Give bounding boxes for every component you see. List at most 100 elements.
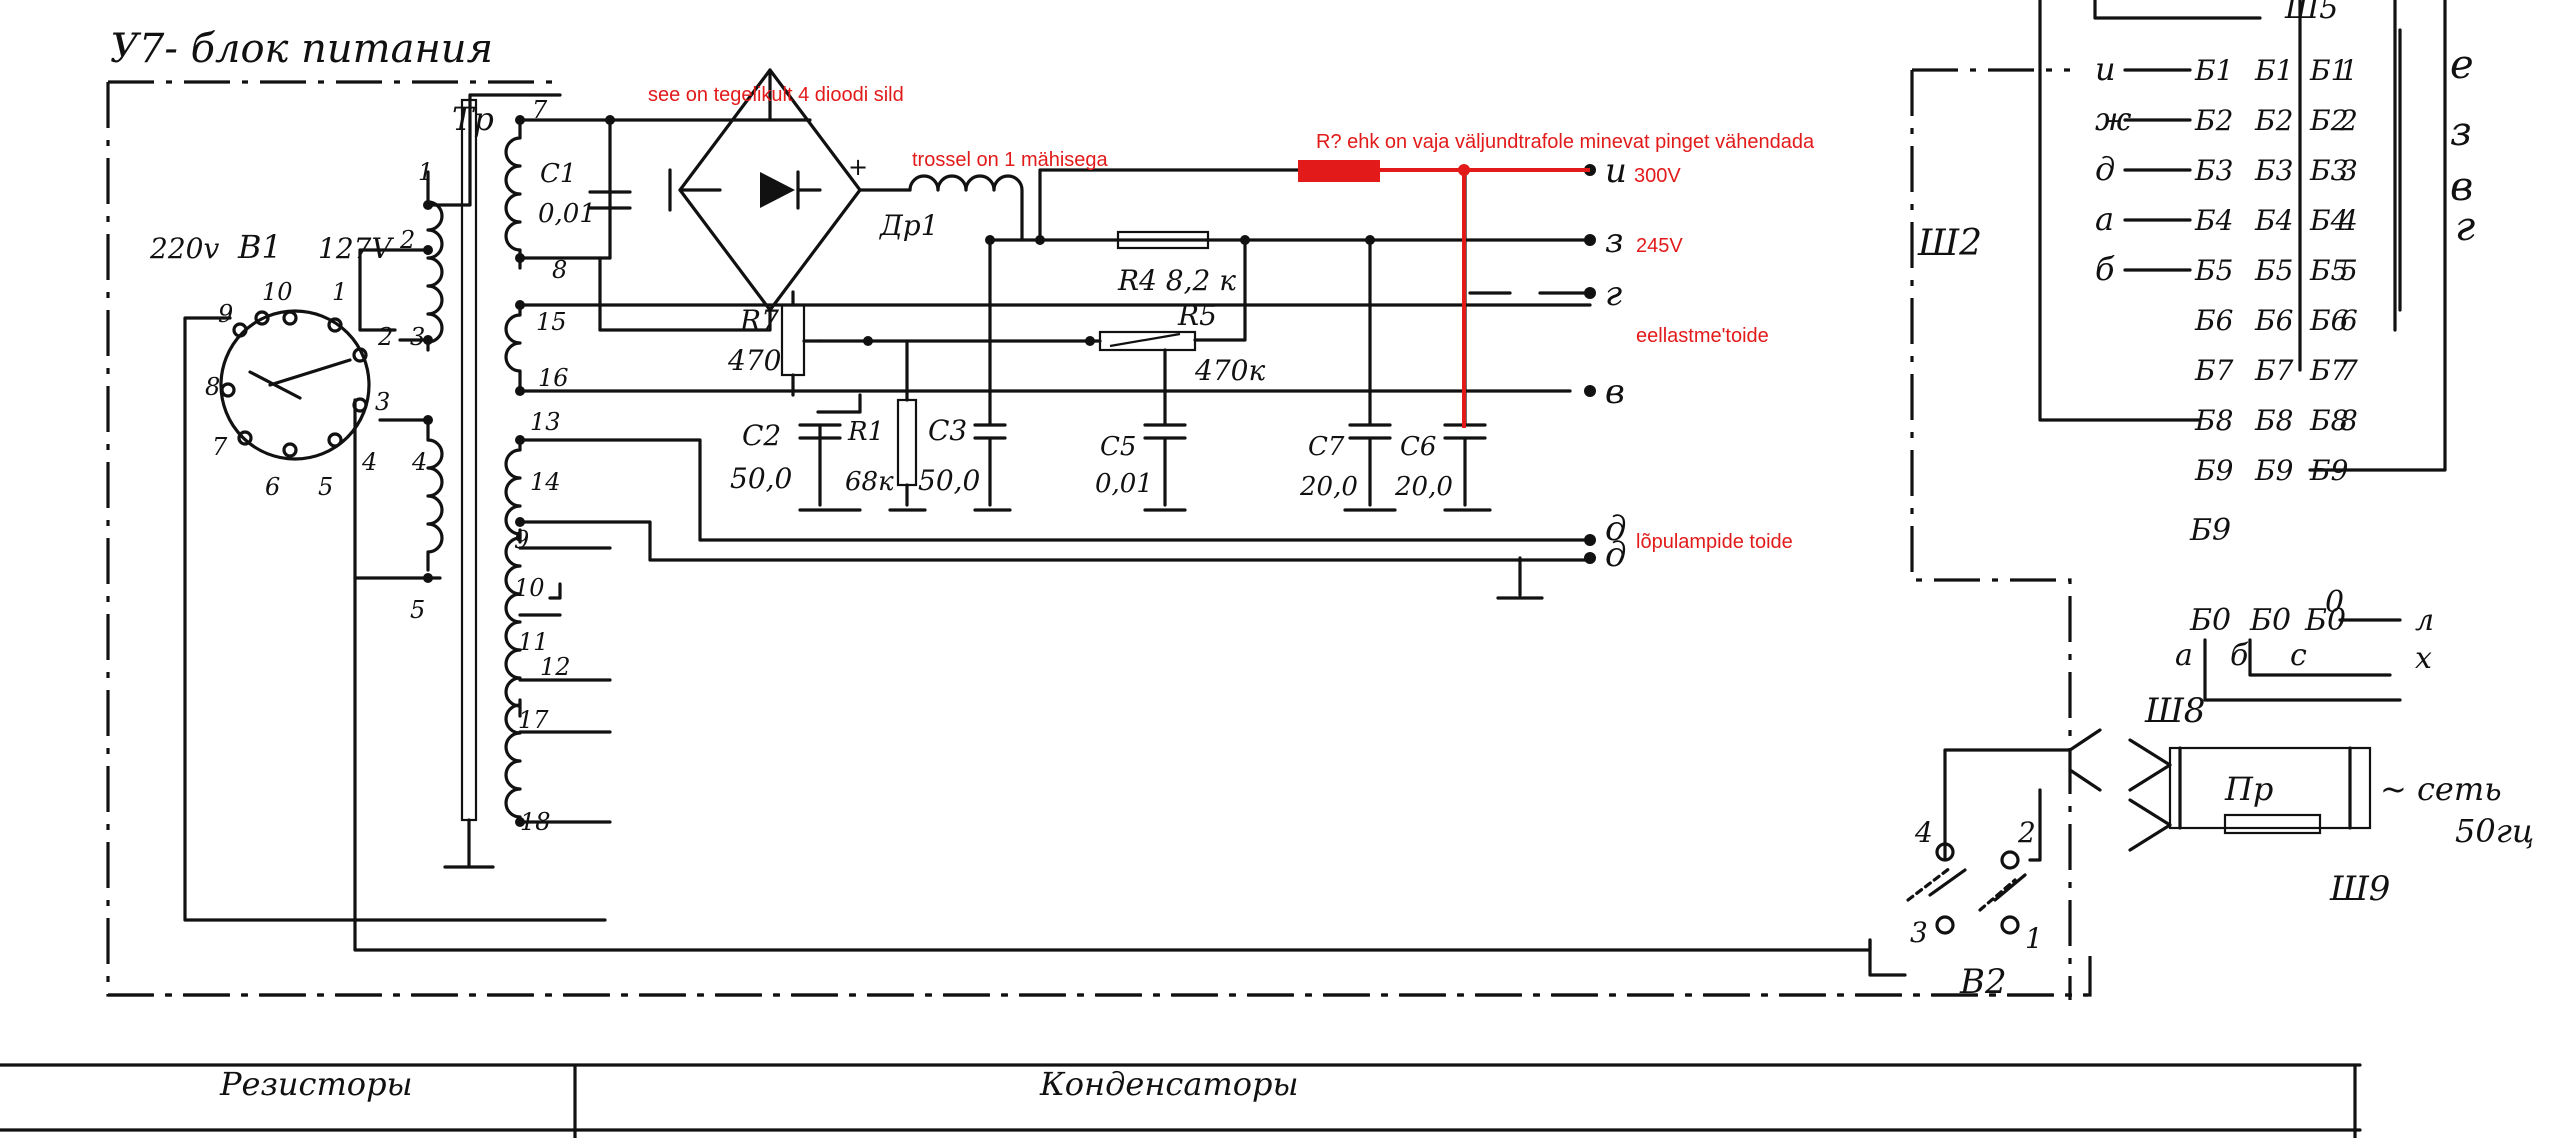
svg-text:13: 13	[530, 408, 561, 436]
connector-cell: Б5	[2194, 254, 2233, 287]
svg-text:г: г	[2455, 204, 2475, 250]
connector-cell: Б2	[2309, 104, 2348, 137]
mains-plug: Ш8 Пр ~ сеть 50гц Ш9	[2128, 691, 2534, 909]
c2-label: C2	[742, 419, 781, 452]
svg-text:з: з	[1605, 221, 1624, 261]
connector-cell: Б7	[2309, 354, 2349, 387]
connector-cell: Б2	[2254, 104, 2293, 137]
bridge-section: + Др1	[588, 68, 1592, 507]
svg-text:с: с	[2290, 638, 2307, 673]
r5-label: R5	[1177, 299, 1217, 332]
r7-label: R7	[739, 304, 779, 337]
r5-value: 470к	[1194, 354, 1265, 387]
svg-text:а: а	[2175, 638, 2193, 673]
tr-label: Tp	[452, 100, 494, 138]
svg-text:Б0: Б0	[2189, 603, 2231, 638]
svg-text:8: 8	[552, 256, 567, 284]
svg-text:г: г	[1605, 274, 1622, 314]
b2-switch: 1 2 3 4 B2	[1906, 728, 2102, 1002]
r1-value: 68к	[845, 467, 894, 497]
sh9-label: Ш9	[2329, 869, 2390, 909]
grid-bias-section: R7 470 C2 50,0 R1 68к C3 50,0	[727, 290, 1492, 512]
choke-note: trossel on 1 mähisega	[912, 149, 1109, 171]
connector-cell: Б6	[2194, 304, 2233, 337]
c5-label: C5	[1100, 432, 1136, 462]
connector-cell: Б4	[2254, 204, 2293, 237]
svg-text:и: и	[1605, 151, 1627, 191]
connector-cell: Б4	[2309, 204, 2348, 237]
switch-contacts	[220, 310, 368, 458]
r4-label: R4 8,2 к	[1117, 264, 1236, 297]
b1-label: B1	[237, 228, 282, 266]
svg-text:1: 1	[2025, 922, 2043, 955]
svg-text:4: 4	[1914, 816, 1933, 849]
connector-cell: Б3	[2194, 154, 2233, 187]
primary-circuit: 220v B1 127V 1 2 3 4 5 1 2 3	[149, 93, 1907, 977]
c7-label: C7	[1308, 432, 1345, 462]
b2-pin-labels: 1 2 3 4	[1910, 816, 2043, 955]
connector-cell: Б8	[2254, 404, 2293, 437]
connector-cell: Б9	[2194, 454, 2233, 487]
connector-cell: Б2	[2194, 104, 2233, 137]
connector-cell: Б1	[2309, 54, 2348, 87]
svg-text:17: 17	[518, 706, 549, 734]
svg-text:е: е	[2450, 42, 2474, 88]
svg-text:4: 4	[361, 448, 377, 476]
connector-cell: Б4	[2194, 204, 2233, 237]
svg-text:3: 3	[375, 388, 390, 416]
svg-text:2: 2	[2017, 816, 2036, 849]
connector-cell: Б7	[2194, 354, 2234, 387]
svg-text:1: 1	[418, 158, 433, 186]
connector-cell: Б9	[2309, 454, 2348, 487]
connector-cell: 2	[2339, 104, 2358, 137]
connector-cell: Б8	[2194, 404, 2233, 437]
mains-freq: 50гц	[2455, 812, 2534, 850]
connector-cell: 6	[2340, 304, 2358, 337]
svg-text:6: 6	[265, 473, 280, 501]
red-annotations: see on tegelikult 4 dioodi sild trossel …	[648, 84, 1815, 553]
connector-cell: 1	[2340, 54, 2358, 87]
component-table: Резисторы Конденсаторы	[0, 1063, 2362, 1138]
connector-cell: Б7	[2254, 354, 2294, 387]
grid-note: eellastme'toide	[1636, 325, 1769, 347]
voltage-selector-switch	[219, 309, 371, 461]
schematic-title: У7- блок питания	[110, 26, 493, 72]
svg-text:7: 7	[532, 96, 548, 124]
switch-pin-labels: 1 2 3 4 5 6 7 8 9 10	[205, 278, 393, 501]
connector-cell: д	[2095, 150, 2115, 188]
v245-note: 245V	[1636, 235, 1683, 257]
r7-value: 470	[727, 344, 781, 377]
v300-note: 300V	[1634, 165, 1681, 187]
c6-value: 20,0	[1394, 472, 1453, 502]
svg-text:Б0: Б0	[2249, 603, 2291, 638]
final-note: lõpulampide toide	[1636, 531, 1793, 553]
connector-cell: Б3	[2309, 154, 2348, 187]
svg-text:5: 5	[410, 596, 425, 624]
svg-text:15: 15	[536, 308, 567, 336]
right-letters: е з в г	[2450, 42, 2475, 250]
svg-text:3: 3	[410, 323, 425, 351]
svg-text:х: х	[2415, 641, 2432, 676]
connector-cell: и	[2095, 50, 2116, 88]
connector-cell: 8	[2340, 404, 2358, 437]
connector-cell: Б1	[2254, 54, 2293, 87]
svg-text:з: з	[2450, 109, 2472, 155]
connector-cell: Б5	[2309, 254, 2348, 287]
mains-label: ~ сеть	[2380, 770, 2502, 808]
svg-text:10: 10	[262, 278, 293, 306]
choke-label: Др1	[878, 209, 939, 242]
connector-cell: Б1	[2194, 54, 2233, 87]
table-header-resistors: Резисторы	[219, 1065, 413, 1103]
svg-text:14: 14	[530, 468, 561, 496]
connector-cell: Б8	[2309, 404, 2348, 437]
transformer: Tp 7 8 15 16 13 14 9 10 11 12 17 18 C1 0	[443, 96, 1592, 869]
connector-cell: Б6	[2254, 304, 2293, 337]
connector-cell: а	[2095, 200, 2114, 238]
svg-text:11: 11	[518, 628, 549, 656]
c1-value: 0,01	[538, 199, 596, 229]
pr-label: Пр	[2224, 770, 2273, 808]
svg-text:10: 10	[514, 574, 545, 602]
connector-cell: Б5	[2254, 254, 2293, 287]
c3-label: C3	[928, 414, 967, 447]
